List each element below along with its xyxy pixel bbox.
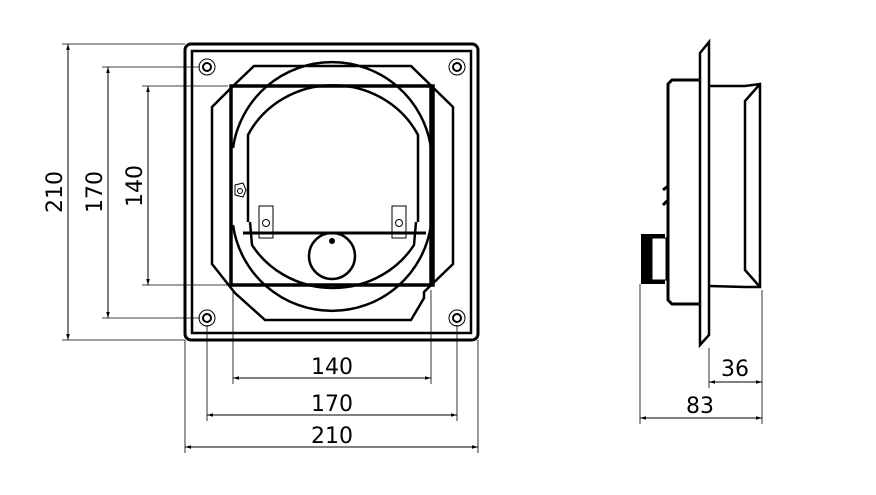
handle-knob — [307, 231, 357, 281]
clip-right — [391, 205, 407, 239]
circular-spigot — [231, 60, 433, 313]
side-flange — [698, 38, 711, 349]
damper-blade — [246, 83, 420, 222]
inner-flange-edge — [190, 49, 473, 335]
dim-height-outer: 210 — [43, 171, 68, 213]
octagon-frame — [210, 64, 455, 322]
clip-left — [258, 205, 274, 239]
dim-total-depth: 83 — [686, 394, 714, 419]
dim-width-duct: 140 — [311, 355, 353, 380]
dim-height-duct: 140 — [123, 165, 148, 207]
front-view: 210 170 140 140 170 210 — [43, 42, 480, 453]
outer-flange — [183, 42, 480, 342]
dim-width-holes: 170 — [311, 392, 353, 417]
dim-width-outer: 210 — [311, 424, 353, 449]
side-spigot — [708, 82, 762, 289]
side-body — [666, 78, 700, 306]
dim-spigot-depth: 36 — [721, 357, 749, 382]
dim-height-holes: 170 — [83, 171, 108, 213]
latch — [234, 182, 247, 198]
side-view: 36 83 — [639, 38, 763, 424]
